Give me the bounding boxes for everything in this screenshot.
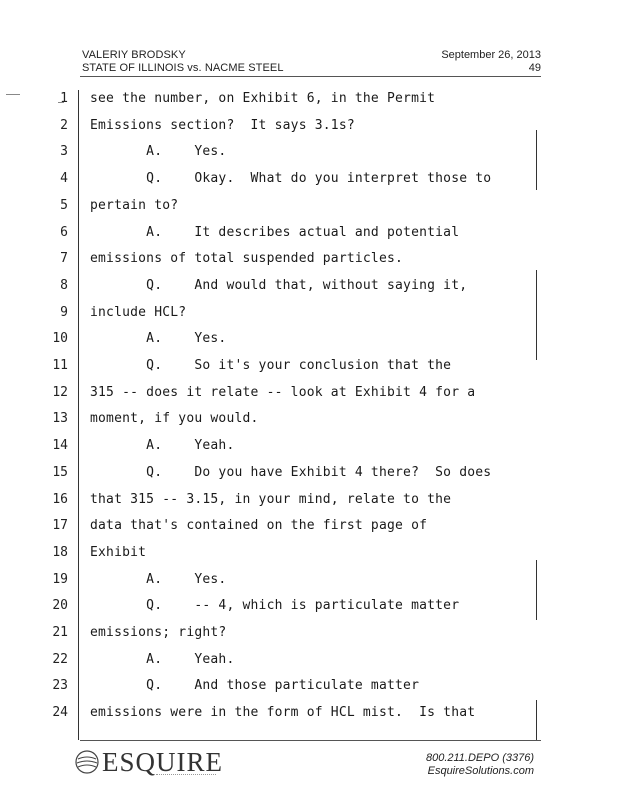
transcript-line: 12 315 -- does it relate -- look at Exhi… <box>0 380 619 406</box>
line-text: emissions; right? <box>90 625 227 640</box>
transcript-line: 8 Q. And would that, without saying it, <box>0 273 619 299</box>
line-text: pertain to? <box>90 197 179 213</box>
transcript-line: 23 Q. And those particulate matter <box>0 673 619 699</box>
line-text: data that's contained on the first page … <box>90 518 428 534</box>
logo-text: ESQUIRE <box>102 747 223 777</box>
transcript-line: 6 A. It describes actual and potential <box>0 220 619 246</box>
line-number: 18 <box>52 544 68 560</box>
line-text: A. It describes actual and potential <box>90 224 460 240</box>
logo-underline <box>156 774 216 776</box>
right-margin-rule <box>536 560 537 620</box>
line-text: that 315 -- 3.15, in your mind, relate t… <box>90 491 452 507</box>
line-text: Exhibit <box>90 544 147 560</box>
line-number: 6 <box>60 224 68 240</box>
transcript-line: 16 that 315 -- 3.15, in your mind, relat… <box>0 487 619 513</box>
esquire-globe-icon <box>75 750 99 774</box>
line-number: 5 <box>60 197 68 213</box>
footer-contact: 800.211.DEPO (3376) EsquireSolutions.com <box>426 752 534 778</box>
contact-phone: 800.211.DEPO (3376) <box>425 752 534 764</box>
transcript-line: 5 pertain to? <box>0 193 619 219</box>
line-number: 2 <box>60 117 68 133</box>
line-number: 7 <box>60 251 68 267</box>
page-number: 49 <box>528 62 541 74</box>
transcript-line: 19 A. Yes. <box>0 567 619 593</box>
line-text: moment, if you would. <box>90 411 259 427</box>
line-text: Q. Do you have Exhibit 4 there? So does <box>90 464 492 480</box>
transcript-line: 3 A. Yes. <box>0 139 619 165</box>
line-number: 13 <box>52 411 68 427</box>
transcript-line: 7 emissions of total suspended particles… <box>0 246 619 272</box>
line-number: 12 <box>52 384 68 400</box>
transcript-line: 24 emissions were in the form of HCL mis… <box>0 700 619 726</box>
contact-website: EsquireSolutions.com <box>427 765 534 777</box>
scan-mark <box>58 102 64 103</box>
footer-rule <box>80 740 541 741</box>
transcript-line: 15 Q. Do you have Exhibit 4 there? So do… <box>0 460 619 486</box>
line-number: 11 <box>52 358 68 373</box>
line-text: Q. So it's your conclusion that the <box>90 358 452 373</box>
line-number: 17 <box>52 518 68 534</box>
transcript-header-right: September 26, 2013 49 <box>441 49 541 75</box>
line-number: 21 <box>52 625 68 640</box>
right-margin-rule <box>536 700 537 740</box>
line-text: A. Yes. <box>90 331 227 347</box>
transcript-line: 9 include HCL? <box>0 300 619 326</box>
line-number: 16 <box>52 491 68 507</box>
line-number: 23 <box>52 678 68 694</box>
line-number: 8 <box>60 277 68 293</box>
line-number: 20 <box>52 598 68 614</box>
transcript-line: 20 Q. -- 4, which is particulate matter <box>0 593 619 619</box>
transcript-line: 1 see the number, on Exhibit 6, in the P… <box>0 86 619 112</box>
transcript-line: 4 Q. Okay. What do you interpret those t… <box>0 166 619 192</box>
line-text: A. Yes. <box>90 144 227 160</box>
line-text: Q. -- 4, which is particulate matter <box>90 598 460 614</box>
transcript-line: 18 Exhibit <box>0 540 619 566</box>
transcript-line: 14 A. Yeah. <box>0 433 619 459</box>
esquire-logo: ESQUIRE <box>74 745 223 779</box>
line-text: emissions of total suspended particles. <box>90 251 404 267</box>
line-text: A. Yes. <box>90 571 227 587</box>
transcript-header-left: VALERIY BRODSKY STATE OF ILLINOIS vs. NA… <box>82 49 284 75</box>
line-number: 9 <box>60 304 68 320</box>
case-title: STATE OF ILLINOIS vs. NACME STEEL <box>82 62 284 74</box>
line-text: include HCL? <box>90 304 187 320</box>
line-text: see the number, on Exhibit 6, in the Per… <box>90 91 436 106</box>
scan-mark <box>6 94 20 95</box>
line-text: Q. And would that, without saying it, <box>90 277 468 293</box>
line-text: Q. Okay. What do you interpret those to <box>90 171 492 187</box>
line-number: 10 <box>52 331 68 347</box>
line-text: A. Yeah. <box>90 438 235 454</box>
right-margin-rule <box>536 130 537 190</box>
line-number: 1 <box>60 91 68 106</box>
line-text: 315 -- does it relate -- look at Exhibit… <box>90 384 476 400</box>
line-number: 19 <box>52 571 68 587</box>
line-text: A. Yeah. <box>90 651 235 667</box>
line-number: 3 <box>60 144 68 160</box>
header-rule <box>80 76 541 77</box>
line-text: emissions were in the form of HCL mist. … <box>90 705 476 721</box>
line-number: 24 <box>52 705 68 721</box>
line-text: Q. And those particulate matter <box>90 678 420 694</box>
transcript-line: 22 A. Yeah. <box>0 647 619 673</box>
deposition-date: September 26, 2013 <box>441 49 541 61</box>
transcript-line: 11 Q. So it's your conclusion that the <box>0 353 619 379</box>
line-text: Emissions section? It says 3.1s? <box>90 117 355 133</box>
transcript-line: 17 data that's contained on the first pa… <box>0 513 619 539</box>
left-margin-rule <box>78 90 79 740</box>
line-number: 4 <box>60 171 68 187</box>
line-number: 14 <box>52 438 68 454</box>
right-margin-rule <box>536 270 537 360</box>
line-number: 15 <box>52 464 68 480</box>
transcript-line: 10 A. Yes. <box>0 326 619 352</box>
line-number: 22 <box>52 651 68 667</box>
transcript-line: 13 moment, if you would. <box>0 406 619 432</box>
transcript-line: 2 Emissions section? It says 3.1s? <box>0 113 619 139</box>
witness-name: VALERIY BRODSKY <box>82 49 186 61</box>
transcript-line: 21 emissions; right? <box>0 620 619 646</box>
